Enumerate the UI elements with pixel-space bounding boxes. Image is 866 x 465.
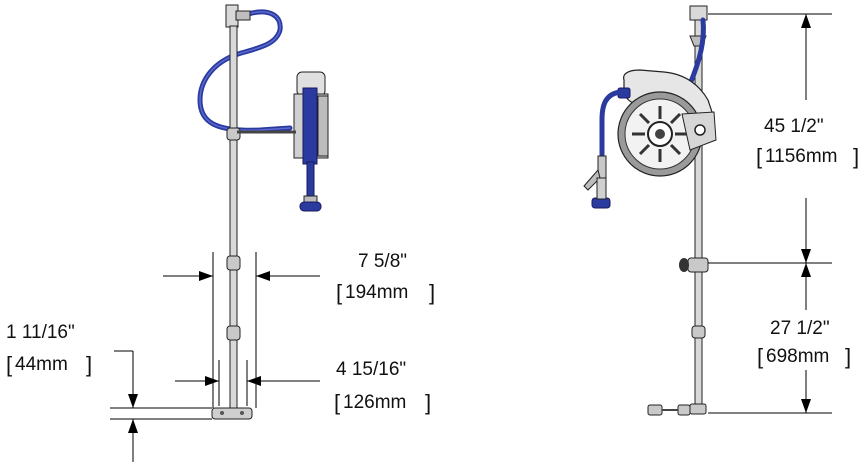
front-post-coupling-2 [226,255,241,271]
front-drop-hose [306,161,315,199]
dim-post-spacing-inches: 4 15/16" [336,359,406,380]
dim-post-spacing-arrowhead-left [205,376,219,386]
dim-lower-inches: 27 1/2" [770,318,830,339]
dim-lower-mm: 698mm [766,346,829,367]
dim-post-spacing-close-bracket: ] [425,390,431,415]
dim-upper-arrowhead-bottom [801,249,811,263]
dim-base-height-arrowhead-top [128,394,138,408]
side-base-fitting [689,403,707,415]
dim-base-height-open-bracket: [ [6,352,12,377]
dim-upper-open-bracket: [ [756,144,762,169]
front-reel-side-plate [317,95,329,157]
dim-reel-width-close-bracket: ] [429,280,435,305]
side-top-valve [689,5,708,21]
side-post-valve-handle [679,258,689,272]
dim-post-spacing-arrowhead-right [247,376,261,386]
front-base-plate [211,407,253,420]
dim-lower-arrowhead-bottom [801,399,811,413]
dim-upper-inches: 45 1/2" [764,116,824,137]
side-reel-spoke-6 [669,143,682,156]
side-post-valve [687,257,709,273]
front-main-post [229,25,238,411]
dim-base-height-mm: 44mm [15,354,68,375]
side-post-coupling [691,325,706,339]
front-base-bolt-1 [220,411,224,415]
side-mount-bolt [694,124,706,136]
front-post-coupling-3 [226,325,241,341]
dim-post-spacing-open-bracket: [ [334,390,340,415]
dim-base-height-close-bracket: ] [86,352,92,377]
side-view: 45 1/2" [ 1156mm ] 27 1/2" [ 698mm ] [583,5,859,416]
front-base-bolt-2 [240,411,244,415]
dim-reel-width-arrowhead-left [199,271,213,281]
side-base-connector-1 [647,404,663,416]
front-hose [197,9,293,133]
side-spray-valve-lever [583,168,601,191]
dim-upper-close-bracket: ] [853,144,859,169]
dim-base-height-arrowhead-bottom [128,419,138,433]
dim-lower-close-bracket: ] [845,344,851,369]
dim-base-height-inches: 1 11/16" [6,322,75,343]
dim-reel-width-mm: 194mm [345,282,408,303]
side-base-connector-2 [677,404,691,416]
side-reel-hub-center [655,129,665,139]
front-top-spout [235,10,251,21]
dim-reel-width-inches: 7 5/8" [358,251,407,272]
side-reel-spoke-8 [638,143,651,156]
dim-reel-width-arrowhead-right [256,271,270,281]
dim-post-spacing-mm: 126mm [343,392,406,413]
side-drop-hose [599,89,623,161]
front-spray-valve-handle [299,201,322,212]
side-reel-spoke-7 [669,112,682,125]
dim-reel-width-open-bracket: [ [336,280,342,305]
front-spray-valve-body [303,195,318,203]
side-spray-valve-neck [596,177,607,200]
dim-lower-arrowhead-top [801,263,811,277]
dim-upper-mm: 1156mm [765,146,838,167]
dim-upper-arrowhead-top [801,14,811,28]
side-supply-hose [687,17,706,87]
side-reel-spoke-5 [638,112,651,125]
front-view: 7 5/8" [ 194mm ] 4 15/16" [ 126mm ] 1 11… [6,4,435,462]
front-post-coupling-1 [226,127,241,141]
front-reel-drum [302,87,318,165]
dim-lower-open-bracket: [ [757,344,763,369]
